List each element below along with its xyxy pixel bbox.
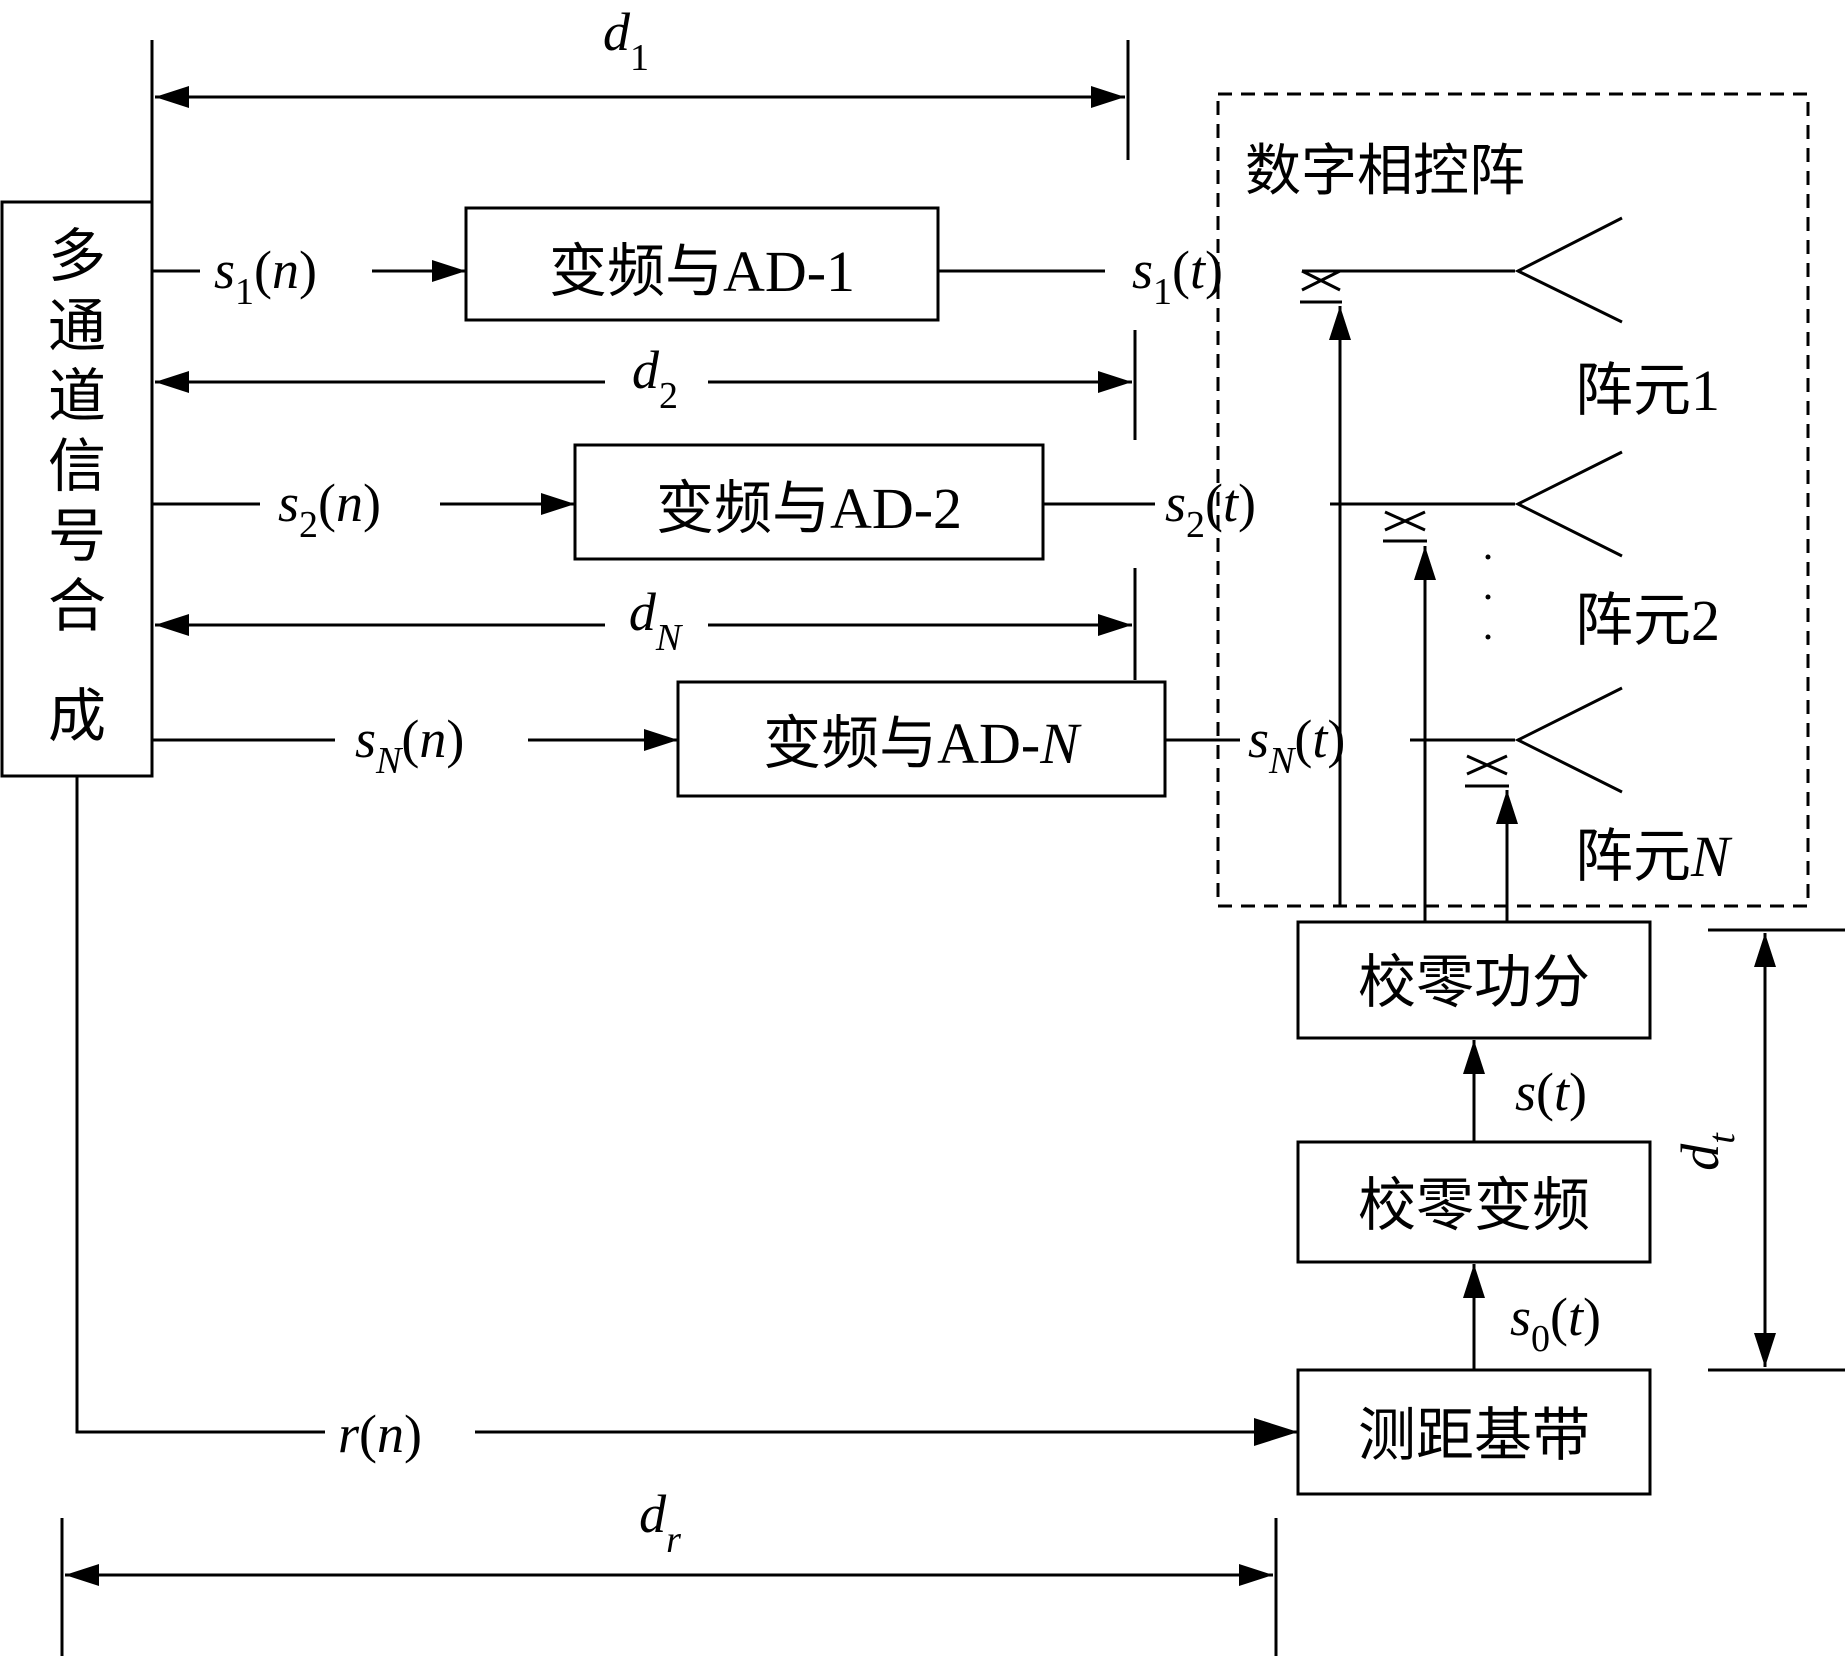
dN-label: dN	[629, 582, 684, 659]
channel-1: s1(n) 变频与AD-1 s1(t)	[152, 206, 1223, 322]
conv-block-1	[464, 206, 940, 322]
sNt-label: sN(t)	[1248, 709, 1345, 782]
cal-split-label: 校零功分	[1358, 950, 1590, 1015]
ranging-path: r(n)	[75, 776, 1298, 1464]
ellipsis-dot	[1485, 554, 1491, 560]
element-2-label: 阵元2	[1575, 588, 1720, 653]
d1-label: d1	[603, 2, 649, 79]
dimension-dN: dN	[155, 568, 1137, 680]
element-N-label: 阵元N	[1575, 824, 1733, 889]
antenna-1-icon	[1514, 216, 1623, 324]
sNn-label: sN(n)	[355, 709, 464, 782]
phased-array: 数字相控阵 阵元1 阵元2 阵元N	[1216, 92, 1810, 922]
ellipsis-dot	[1485, 634, 1491, 640]
d2-label: d2	[632, 340, 678, 417]
conv-block-2-label: 变频与AD-2	[656, 476, 962, 541]
calibration-chain: 校零功分 s(t) 校零变频 s0(t) 测距基带	[1296, 920, 1652, 1496]
channel-N: sN(n) 变频与AD-N sN(t)	[152, 680, 1345, 798]
channel-2: s2(n) 变频与AD-2 s2(t)	[152, 443, 1256, 561]
s1t-label: s1(t)	[1132, 240, 1223, 313]
s2t-label: s2(t)	[1165, 473, 1256, 546]
dt-label: dt	[1670, 1132, 1743, 1171]
cal-conv-label: 校零变频	[1358, 1173, 1590, 1238]
dimension-d2: d2	[155, 330, 1137, 440]
synth-char: 成	[48, 684, 106, 749]
dr-label: dr	[639, 1484, 681, 1561]
synth-char: 信	[48, 434, 106, 499]
s1n-label: s1(n)	[214, 240, 317, 313]
antenna-2-icon	[1514, 450, 1623, 558]
rn-label: r(n)	[338, 1404, 422, 1464]
dimension-dt: dt	[1670, 928, 1845, 1372]
conv-block-N-label: 变频与AD-N	[763, 711, 1082, 776]
dimension-dr: dr	[60, 1484, 1278, 1656]
conv-block-2	[573, 443, 1045, 561]
conv-block-1-label: 变频与AD-1	[549, 239, 855, 304]
synth-char: 道	[48, 364, 106, 429]
synth-block: 多 通 道 信 号 合 成	[0, 200, 154, 778]
ranging-label: 测距基带	[1358, 1403, 1590, 1468]
synth-char: 通	[48, 294, 106, 359]
cal-split-block	[1296, 920, 1652, 1040]
cal-conv-block	[1296, 1140, 1652, 1264]
synth-char: 号	[48, 504, 106, 569]
synth-char: 合	[48, 574, 106, 639]
s2n-label: s2(n)	[278, 473, 381, 546]
dimension-d1: d1	[150, 2, 1130, 202]
phased-array-border	[1216, 92, 1810, 908]
phased-array-title: 数字相控阵	[1245, 141, 1525, 203]
synth-char: 多	[48, 224, 106, 289]
ellipsis-dot	[1485, 594, 1491, 600]
s0t-label: s0(t)	[1510, 1287, 1601, 1360]
element-1-label: 阵元1	[1575, 358, 1720, 423]
st-label: s(t)	[1515, 1062, 1587, 1122]
antenna-N-icon	[1514, 686, 1623, 794]
